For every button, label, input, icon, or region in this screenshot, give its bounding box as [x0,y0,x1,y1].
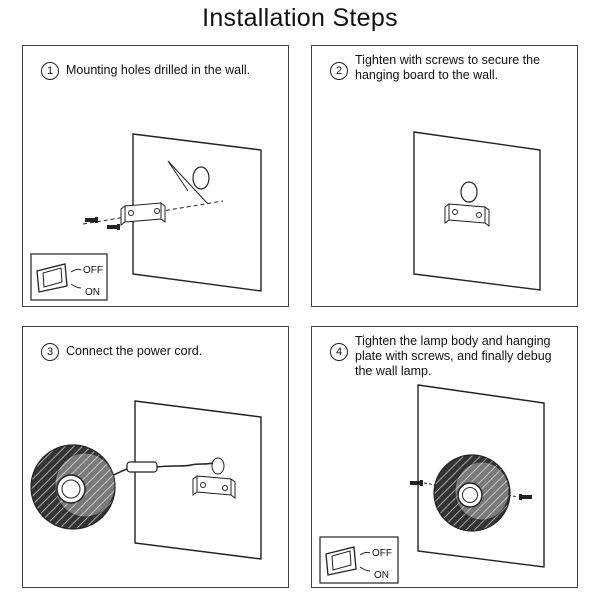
step-2-number: 2 [330,62,348,80]
switch-inset: OFF ON [319,536,399,584]
step-1-illustration: OFF ON [30,133,262,301]
step-1-number: 1 [41,62,59,80]
step-1-text-line-1: Mounting holes drilled in the wall. [66,63,251,77]
step-2-text-line-1: Tighten with screws to secure the [355,53,541,67]
screw-icon [85,217,98,223]
step-3-illustration [30,400,262,560]
drill-hole [211,457,225,475]
mounting-bracket [444,203,490,227]
step-3-text-line-1: Connect the power cord. [66,344,203,358]
step-4-illustration: OFF ON [319,384,545,584]
pointer-line [167,160,189,192]
wall-panel [132,133,262,292]
step-2-text-line-2: hanging board to the wall. [355,68,499,82]
driver-box [126,461,158,473]
switch-on-label: ON [374,570,389,581]
screw-icon [519,494,532,500]
step-1-panel: 1 Mounting holes drilled in the wall. [22,45,289,307]
mounting-bracket [120,202,166,226]
step-4-text-line-3: the wall lamp. [355,364,432,378]
step-4-text-line-2: plate with screws, and finally debug [355,349,552,363]
step-4-number: 4 [330,343,348,361]
switch-off-label: OFF [372,548,392,559]
drill-hole [192,166,210,190]
step-2-illustration [413,131,541,291]
step-3-panel: 3 Connect the power cord. [22,326,289,588]
screw-icon [410,480,423,486]
switch-inset: OFF ON [30,253,108,301]
wall-lamp [433,454,511,532]
wall-lamp [30,444,116,530]
page-title: Installation Steps [202,4,398,32]
switch-off-label: OFF [83,265,103,276]
step-4-text-line-1: Tighten the lamp body and hanging [355,334,551,348]
mounting-bracket [192,475,236,499]
step-2-panel: 2 Tighten with screws to secure the hang… [311,45,578,307]
step-3-number: 3 [41,343,59,361]
drill-hole [460,181,478,203]
switch-on-label: ON [85,287,100,298]
screw-icon [107,224,120,230]
step-4-panel: 4 Tighten the lamp body and hanging plat… [311,326,578,588]
power-cord [156,462,214,468]
